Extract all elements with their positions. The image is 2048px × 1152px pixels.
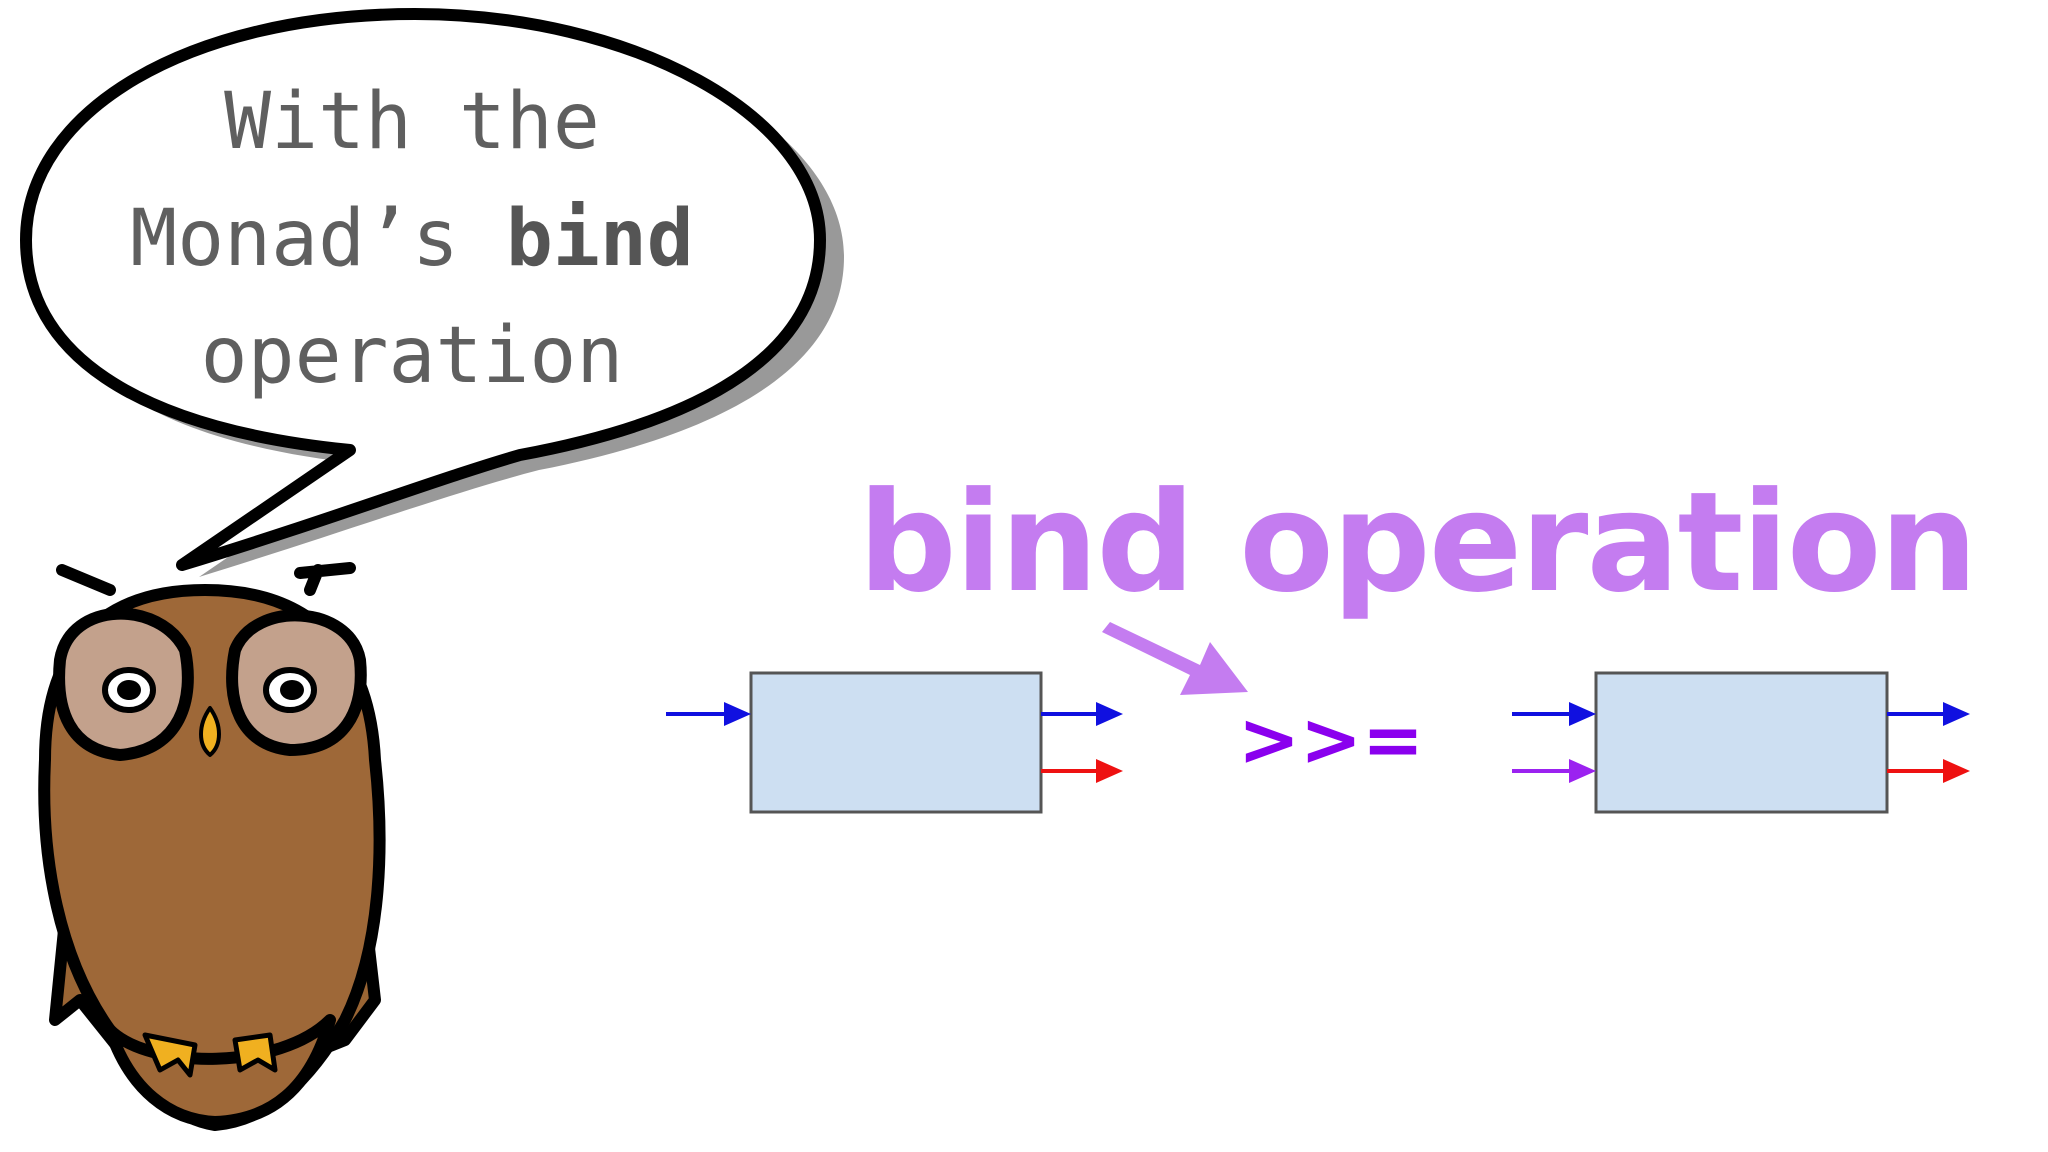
speech-line-1: With the: [224, 77, 600, 167]
arrow-head-icon: [1096, 759, 1123, 783]
speech-bubble: With the Monad’s bind operation: [20, 8, 844, 577]
diagram-title: bind operation: [858, 462, 1976, 623]
arrow-head-icon: [1569, 759, 1596, 783]
speech-line-3: operation: [201, 311, 624, 401]
speech-line-2-text: Monad’s: [130, 194, 506, 284]
left-function-box: [749, 671, 1043, 814]
bind-operator: >>=: [1238, 697, 1424, 783]
bind-diagram: bind operation >>=: [666, 457, 1983, 814]
speech-line-2: Monad’s bind: [130, 194, 694, 284]
right-function-box: [1594, 671, 1889, 814]
owl-icon: [38, 562, 386, 1131]
speech-bold-word: bind: [506, 194, 694, 284]
pointer-arrow-icon: [1102, 622, 1248, 695]
arrow-head-icon: [1943, 702, 1970, 726]
arrow-head-icon: [1943, 759, 1970, 783]
arrow-head-icon: [1096, 702, 1123, 726]
arrow-head-icon: [1569, 702, 1596, 726]
arrow-head-icon: [724, 702, 751, 726]
